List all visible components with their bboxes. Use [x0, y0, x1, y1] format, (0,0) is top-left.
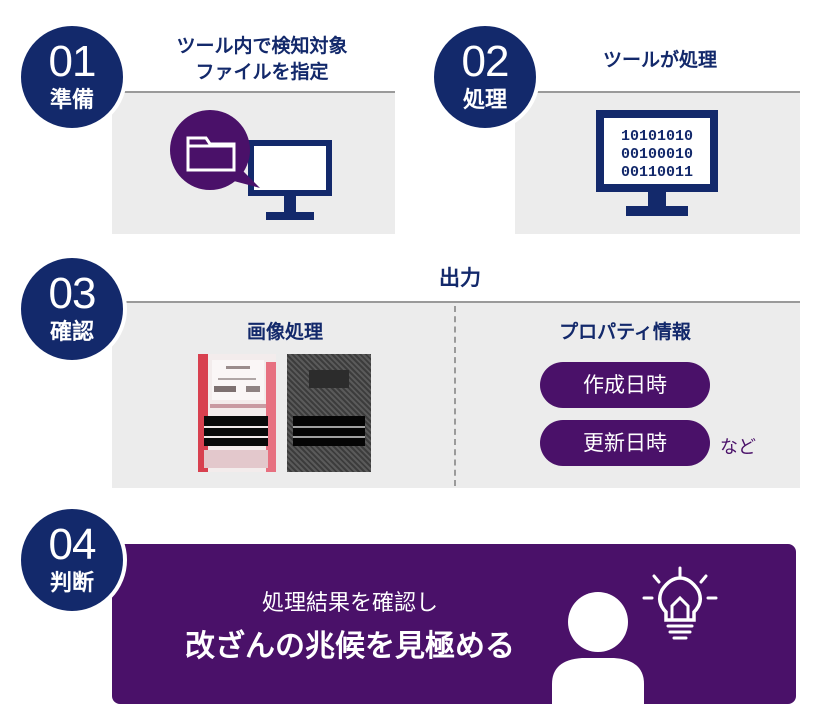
- step-02-number: 02: [461, 37, 510, 86]
- step-04-badge: 04 判断: [17, 505, 127, 615]
- original-image-thumbnail: [198, 354, 276, 472]
- step-03-number: 03: [48, 269, 97, 318]
- step-03-rule: [112, 301, 800, 303]
- step-03-label: 確認: [49, 320, 94, 345]
- step-03-badge: 03 確認: [17, 254, 127, 364]
- step-03-title: 出力: [439, 266, 481, 290]
- step-04-line-1: 処理結果を確認し: [261, 591, 438, 616]
- binary-line-2: 00100010: [621, 146, 693, 163]
- person-icon: [552, 592, 644, 704]
- step-03-divider: [454, 306, 456, 486]
- binary-line-3: 00110011: [621, 164, 693, 181]
- step-02-title: ツールが処理: [602, 49, 717, 71]
- step-01-number: 01: [48, 37, 97, 86]
- step-02-rule: [515, 91, 800, 93]
- step-01-title-line-1: ツール内で検知対象: [176, 35, 348, 57]
- step-01-badge: 01 準備: [17, 22, 127, 132]
- step-04-line-2: 改ざんの兆候を見極める: [185, 629, 515, 664]
- monitor-icon: [248, 140, 332, 220]
- step-02-label: 処理: [462, 88, 507, 113]
- property-etc-label: など: [720, 437, 756, 458]
- step-01-label: 準備: [49, 88, 94, 113]
- property-modified-date: 更新日時: [540, 420, 710, 466]
- processed-image-thumbnail: [287, 354, 371, 472]
- step-04-banner: [112, 544, 796, 704]
- step-02-badge: 02 処理: [430, 22, 540, 132]
- step-01-title-line-2: ファイルを指定: [195, 61, 329, 83]
- step-03-right-title: プロパティ情報: [559, 321, 691, 343]
- binary-monitor-icon: 10101010 00100010 00110011: [596, 110, 718, 216]
- step-01-rule: [112, 91, 395, 93]
- lightbulb-icon: [642, 566, 718, 640]
- step-04-number: 04: [48, 520, 97, 569]
- step-03-left-title: 画像処理: [246, 321, 323, 343]
- folder-icon: [170, 110, 260, 190]
- step-04-label: 判断: [49, 571, 94, 596]
- binary-line-1: 10101010: [621, 128, 693, 145]
- property-created-date: 作成日時: [540, 362, 710, 408]
